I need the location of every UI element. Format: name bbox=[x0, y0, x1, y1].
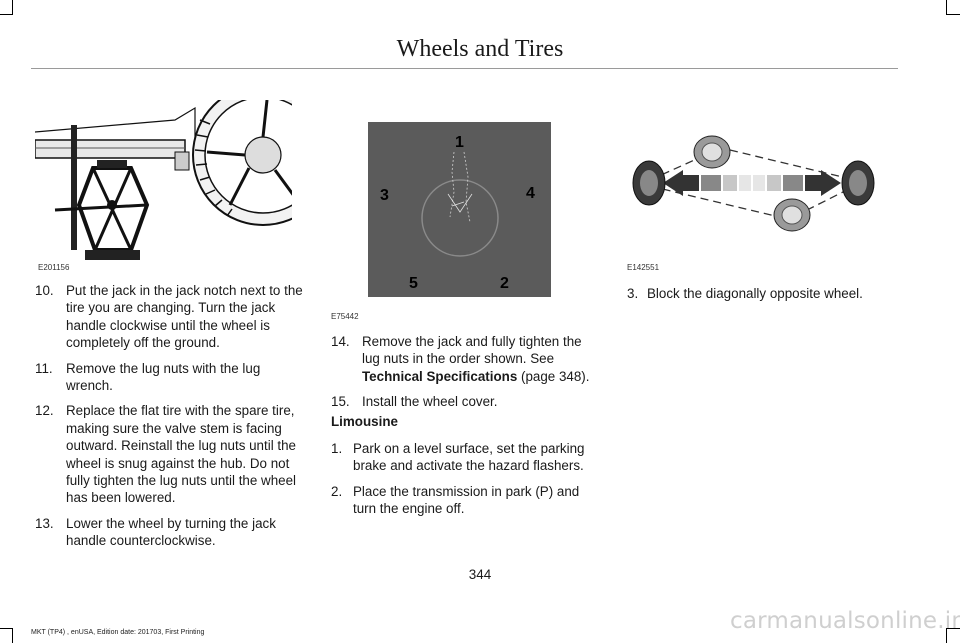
steps-column-3: 3.Block the diagonally opposite wheel. bbox=[627, 285, 907, 310]
lug-label-5: 5 bbox=[409, 275, 418, 292]
page-title: Wheels and Tires bbox=[396, 36, 564, 62]
figure-code: E142551 bbox=[627, 263, 660, 272]
section-heading: Limousine bbox=[331, 414, 398, 429]
technical-specifications-link[interactable]: Technical Specifications bbox=[362, 368, 518, 384]
list-item: 14.Remove the jack and fully tighten the… bbox=[331, 334, 590, 384]
figure-code: E201156 bbox=[38, 263, 70, 272]
crop-mark bbox=[0, 628, 13, 629]
crop-mark bbox=[12, 0, 13, 14]
lug-nut-order-diagram: 1 2 3 4 5 bbox=[368, 122, 551, 297]
list-item: 13.Lower the wheel by turning the jack h… bbox=[35, 515, 276, 549]
lug-label-4: 4 bbox=[526, 185, 535, 202]
footer-text: MKT (TP4) , enUSA, Edition date: 201703,… bbox=[31, 629, 205, 636]
block-wheel-diagram bbox=[625, 128, 882, 240]
list-item: 3.Block the diagonally opposite wheel. bbox=[627, 286, 863, 301]
crop-mark bbox=[946, 628, 960, 629]
watermark: carmanualsonline.info bbox=[730, 608, 960, 634]
header-rule bbox=[31, 68, 898, 69]
list-item: 12.Replace the flat tire with the spare … bbox=[35, 403, 297, 506]
lug-label-2: 2 bbox=[500, 275, 509, 292]
crop-mark bbox=[946, 0, 947, 14]
steps-column-2b: 1.Park on a level surface, set the parki… bbox=[331, 440, 599, 526]
page-number: 344 bbox=[468, 567, 492, 582]
list-item: 11.Remove the lug nuts with the lug wren… bbox=[35, 360, 261, 394]
list-item: 10.Put the jack in the jack notch next t… bbox=[35, 283, 303, 351]
crop-mark bbox=[12, 628, 13, 643]
list-item: 15.Install the wheel cover. bbox=[331, 394, 498, 410]
crop-mark bbox=[0, 14, 13, 15]
crop-mark bbox=[946, 14, 960, 15]
list-item: 1.Park on a level surface, set the parki… bbox=[331, 441, 585, 474]
list-item: 2.Place the transmission in park (P) and… bbox=[331, 483, 580, 517]
lug-label-3: 3 bbox=[380, 187, 389, 204]
figure-code: E75442 bbox=[331, 312, 359, 321]
jack-illustration bbox=[34, 84, 334, 270]
crop-mark bbox=[946, 628, 947, 643]
steps-column-1: 10.Put the jack in the jack notch next t… bbox=[35, 282, 307, 558]
lug-label-1: 1 bbox=[455, 134, 464, 151]
steps-column-2a: 14.Remove the jack and fully tighten the… bbox=[331, 333, 599, 419]
